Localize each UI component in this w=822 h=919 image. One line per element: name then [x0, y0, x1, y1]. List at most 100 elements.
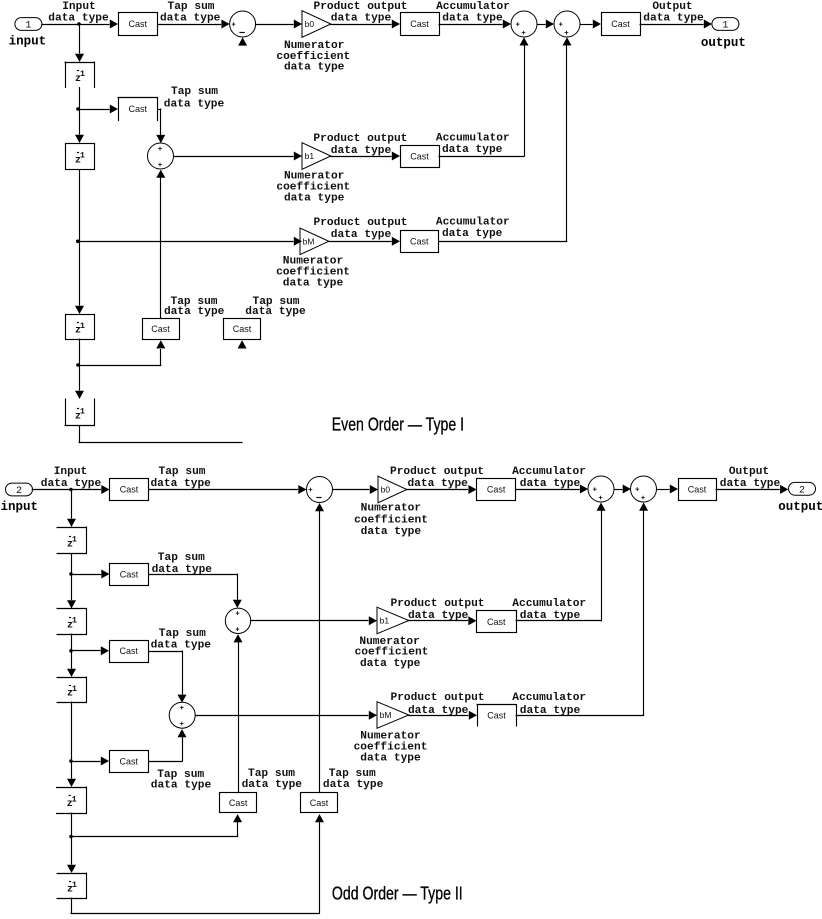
svg-text:coefficient: coefficient	[276, 181, 350, 193]
svg-text:data type: data type	[331, 12, 392, 24]
svg-text:data type: data type	[408, 610, 469, 622]
svg-text:coefficient: coefficient	[355, 646, 429, 658]
svg-text:data type: data type	[164, 306, 225, 318]
svg-text:+: +	[158, 162, 163, 170]
svg-text:Numerator: Numerator	[283, 255, 343, 267]
svg-text:+: +	[641, 495, 646, 503]
svg-text:Cast: Cast	[229, 798, 248, 808]
svg-text:Cast: Cast	[120, 569, 139, 579]
svg-text:Cast: Cast	[119, 756, 138, 766]
svg-text:Cast: Cast	[119, 646, 138, 656]
svg-text:data type: data type	[520, 610, 581, 622]
svg-text:Cast: Cast	[688, 484, 707, 494]
svg-text:1: 1	[80, 321, 85, 331]
svg-text:z: z	[67, 539, 73, 550]
svg-text:coefficient: coefficient	[276, 266, 350, 278]
svg-text:data type: data type	[331, 229, 392, 241]
svg-text:b1: b1	[380, 616, 390, 626]
svg-text:Numerator: Numerator	[360, 730, 420, 742]
svg-text:bM: bM	[303, 236, 315, 246]
svg-text:Numerator: Numerator	[284, 40, 344, 52]
svg-text:Even Order — Type I: Even Order — Type I	[332, 415, 464, 435]
svg-text:data type: data type	[323, 779, 384, 791]
svg-text:Tap sum: Tap sum	[158, 552, 205, 564]
svg-text:data type: data type	[520, 705, 581, 717]
svg-text:z: z	[67, 885, 73, 896]
svg-text:1: 1	[72, 535, 77, 545]
svg-text:Input: Input	[62, 1, 96, 13]
svg-text:data type: data type	[442, 144, 503, 156]
svg-text:data type: data type	[643, 12, 704, 24]
svg-text:Accumulator: Accumulator	[436, 132, 510, 144]
svg-text:1: 1	[80, 151, 85, 161]
svg-text:z: z	[75, 326, 81, 337]
svg-text:Cast: Cast	[151, 324, 170, 334]
svg-text:data type: data type	[48, 12, 109, 24]
svg-text:Product output: Product output	[314, 217, 408, 229]
svg-text:2: 2	[799, 485, 805, 496]
svg-text:z: z	[75, 74, 81, 85]
svg-text:+: +	[635, 487, 640, 495]
svg-text:Accumulator: Accumulator	[512, 598, 586, 610]
svg-text:data type: data type	[520, 478, 581, 490]
svg-text:Cast: Cast	[410, 236, 429, 246]
svg-text:data type: data type	[283, 277, 344, 289]
svg-text:Accumulator: Accumulator	[512, 692, 586, 704]
svg-text:Cast: Cast	[487, 617, 506, 627]
svg-text:Product output: Product output	[391, 598, 485, 610]
svg-text:+: +	[158, 146, 163, 154]
svg-text:data type: data type	[151, 779, 212, 791]
svg-text:Numerator: Numerator	[361, 503, 421, 515]
svg-text:data type: data type	[720, 478, 781, 490]
svg-text:1: 1	[722, 21, 728, 32]
svg-text:Cast: Cast	[128, 104, 147, 114]
svg-text:z: z	[75, 411, 81, 422]
svg-text:Tap sum: Tap sum	[248, 768, 295, 780]
svg-text:+: +	[593, 487, 598, 495]
svg-text:data type: data type	[442, 12, 503, 24]
svg-text:+: +	[231, 22, 236, 30]
svg-text:data type: data type	[361, 526, 422, 538]
svg-text:Tap sum: Tap sum	[157, 769, 204, 781]
svg-text:Product output: Product output	[313, 133, 407, 145]
svg-text:Odd Order — Type II: Odd Order — Type II	[332, 884, 463, 904]
svg-text:1: 1	[80, 407, 85, 417]
svg-text:Product output: Product output	[391, 692, 485, 704]
svg-text:Cast: Cast	[487, 710, 506, 720]
svg-text:data type: data type	[151, 639, 212, 651]
svg-text:data type: data type	[360, 752, 421, 764]
svg-text:Input: Input	[54, 466, 88, 478]
svg-text:data type: data type	[442, 228, 503, 240]
svg-text:Cast: Cast	[233, 324, 252, 334]
svg-text:Cast: Cast	[410, 151, 429, 161]
svg-text:Numerator: Numerator	[359, 636, 419, 648]
svg-text:Tap sum: Tap sum	[168, 1, 215, 13]
svg-text:data type: data type	[331, 145, 392, 157]
svg-text:1: 1	[72, 684, 77, 694]
svg-text:output: output	[778, 500, 822, 514]
svg-text:Tap sum: Tap sum	[253, 296, 300, 308]
svg-text:data type: data type	[245, 306, 306, 318]
svg-text:+: +	[516, 22, 521, 30]
svg-text:1: 1	[25, 21, 31, 32]
svg-text:data type: data type	[164, 99, 225, 111]
svg-text:Product output: Product output	[314, 1, 408, 13]
svg-text:data type: data type	[408, 705, 469, 717]
svg-text:data type: data type	[360, 658, 421, 670]
svg-text:Tap sum: Tap sum	[159, 466, 206, 478]
svg-text:Tap sum: Tap sum	[171, 86, 218, 98]
svg-text:coefficient: coefficient	[354, 741, 428, 753]
svg-text:z: z	[75, 155, 81, 166]
svg-text:z: z	[67, 689, 73, 700]
svg-text:z: z	[67, 799, 73, 810]
svg-text:+: +	[598, 495, 603, 503]
svg-text:Output: Output	[729, 466, 769, 478]
svg-text:z: z	[67, 620, 73, 631]
svg-text:Accumulator: Accumulator	[512, 466, 586, 478]
svg-text:+: +	[235, 627, 240, 635]
svg-text:Tap sum: Tap sum	[159, 628, 206, 640]
svg-text:bM: bM	[380, 710, 392, 720]
svg-text:1: 1	[72, 794, 77, 804]
svg-text:data type: data type	[160, 12, 221, 24]
svg-text:2: 2	[16, 486, 22, 497]
